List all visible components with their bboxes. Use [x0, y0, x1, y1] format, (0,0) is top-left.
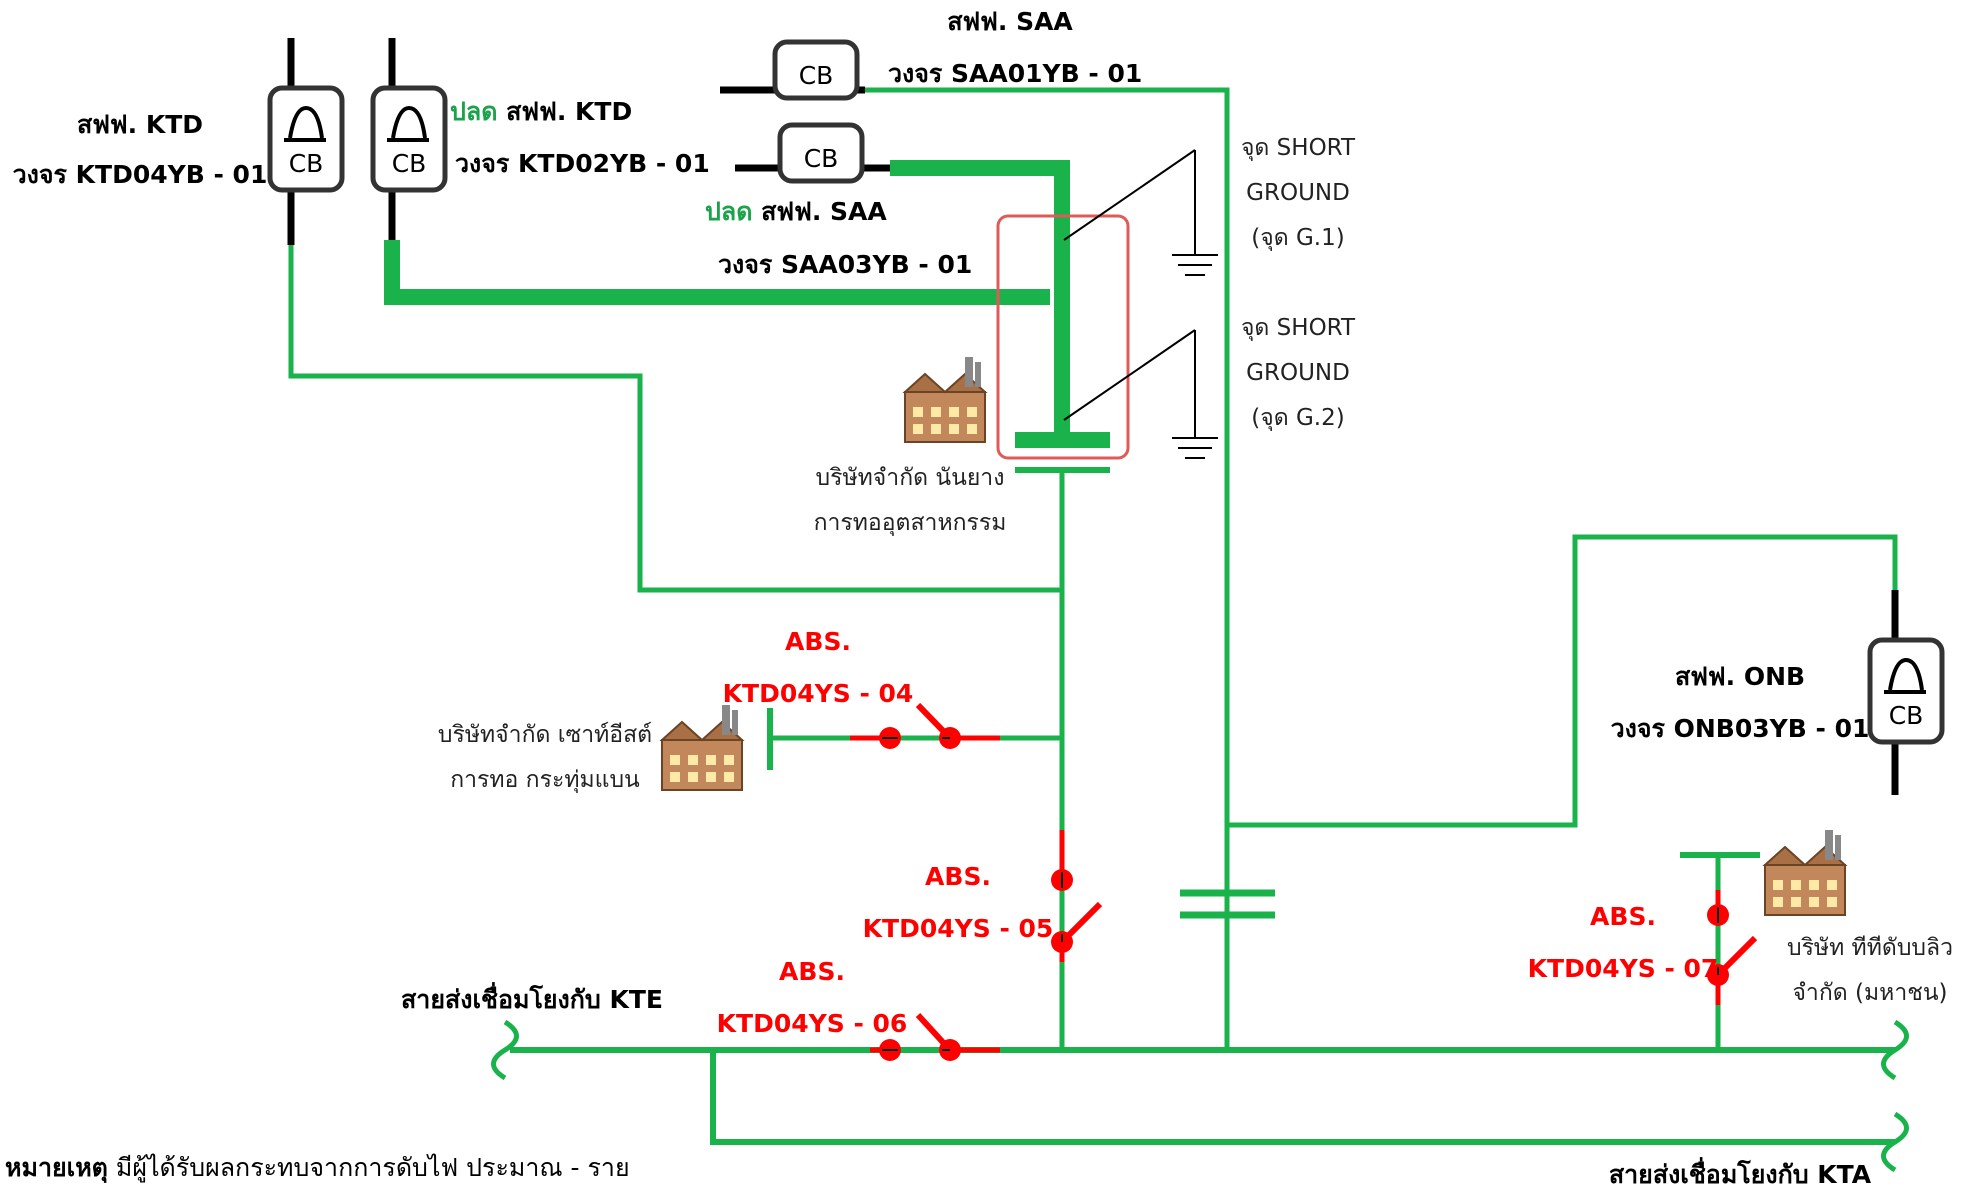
- recloser-ktd04[interactable]: CB: [267, 85, 345, 193]
- ktd04-circuit: วงจร KTD04YB - 01: [13, 160, 268, 189]
- breaker-saa01-symbol: CB: [799, 61, 834, 90]
- saa03-circuit: วงจร SAA03YB - 01: [718, 250, 972, 279]
- ktd04-name: สฟฟ. KTD: [77, 110, 203, 139]
- ground-g2: [1063, 329, 1218, 459]
- customer-ttw-line1: บริษัท ทีทีดับบลิว: [1787, 935, 1953, 961]
- breaker-saa03[interactable]: CB: [777, 122, 865, 184]
- ktd02-label: ปลด สฟฟ. KTD: [450, 97, 632, 126]
- switch-abs05[interactable]: [1051, 830, 1103, 962]
- footnote-text: มีผู้ได้รับผลกระทบจากการดับไฟ ประมาณ - ร…: [108, 1153, 630, 1183]
- ground-g2-line3: (จุด G.2): [1251, 405, 1344, 431]
- customer-ttw-line2: จำกัด (มหาชน): [1792, 980, 1947, 1006]
- ground-g1-line3: (จุด G.1): [1251, 225, 1344, 251]
- factory-icon: [902, 357, 988, 443]
- customer-southeast-line2: การทอ กระทุ่มแบน: [450, 767, 640, 793]
- breaker-saa03-symbol: CB: [804, 144, 839, 173]
- breaker-saa01[interactable]: CB: [772, 39, 860, 101]
- saa01-name: สฟฟ. SAA: [947, 7, 1073, 36]
- abs04-line1: ABS.: [785, 627, 851, 656]
- abs06-line2: KTD04YS - 06: [717, 1009, 908, 1038]
- footnote: หมายเหตุ มีผู้ได้รับผลกระทบจากการดับไฟ ป…: [5, 1153, 630, 1184]
- saa03-label: ปลด สฟฟ. SAA: [705, 197, 887, 226]
- ground-g1: [1063, 149, 1218, 276]
- feeder-ktd02-line: [384, 240, 1050, 305]
- switch-abs07[interactable]: [1707, 890, 1758, 1005]
- tie-kte-label: สายส่งเชื่อมโยงกับ KTE: [401, 982, 663, 1014]
- ktd02-prefix: ปลด: [450, 97, 497, 126]
- factory-icon: [1762, 830, 1848, 916]
- abs05-line1: ABS.: [925, 862, 991, 891]
- ktd02-name: สฟฟ. KTD: [506, 97, 632, 126]
- saa01-circuit: วงจร SAA01YB - 01: [888, 59, 1142, 88]
- onb03-circuit: วงจร ONB03YB - 01: [1611, 714, 1870, 743]
- ground-g2-line2: GROUND: [1246, 360, 1350, 386]
- customer-nanyang-line1: บริษัทจำกัด นันยาง: [816, 465, 1005, 491]
- fault-highlight-box: [996, 214, 1130, 460]
- abs07-line1: ABS.: [1590, 902, 1656, 931]
- recloser-ktd02[interactable]: CB: [370, 85, 448, 193]
- recloser-onb03[interactable]: CB: [1867, 637, 1945, 745]
- tie-end-markers: [491, 1019, 1909, 1173]
- abs06-line1: ABS.: [779, 957, 845, 986]
- feeder-saa03-line: [890, 160, 1070, 205]
- switch-abs04[interactable]: [850, 702, 1000, 749]
- footnote-label: หมายเหตุ: [5, 1153, 108, 1184]
- onb03-name: สฟฟ. ONB: [1675, 662, 1805, 691]
- feeder-onb-line: [1227, 534, 1898, 828]
- recloser-ktd02-symbol: CB: [392, 149, 427, 178]
- feeder-lines: [288, 87, 1898, 1145]
- tie-kta-label: สายส่งเชื่อมโยงกับ KTA: [1609, 1157, 1872, 1187]
- ground-g1-line1: จุด SHORT: [1241, 135, 1356, 161]
- abs04-line2: KTD04YS - 04: [723, 679, 914, 708]
- saa03-prefix: ปลด: [705, 197, 752, 226]
- factory-icon: [659, 705, 745, 791]
- tie-kta-line: [710, 1050, 1895, 1145]
- abs05-line2: KTD04YS - 05: [863, 914, 1054, 943]
- abs07-line2: KTD04YS - 07: [1528, 954, 1719, 983]
- feeder-ktd04-line: [288, 245, 1060, 593]
- ktd02-circuit: วงจร KTD02YB - 01: [455, 149, 710, 178]
- ground-g1-line2: GROUND: [1246, 180, 1350, 206]
- customer-nanyang-line2: การทออุตสาหกรรม: [814, 510, 1007, 536]
- recloser-ktd04-symbol: CB: [289, 149, 324, 178]
- switch-abs06[interactable]: [870, 1012, 1000, 1061]
- ground-g2-line1: จุด SHORT: [1241, 315, 1356, 341]
- customer-southeast-line1: บริษัทจำกัด เซาท์อีสต์: [438, 721, 652, 748]
- saa03-name: สฟฟ. SAA: [761, 197, 887, 226]
- recloser-onb03-symbol: CB: [1889, 701, 1924, 730]
- feeder-saa01-line: [865, 87, 1230, 1050]
